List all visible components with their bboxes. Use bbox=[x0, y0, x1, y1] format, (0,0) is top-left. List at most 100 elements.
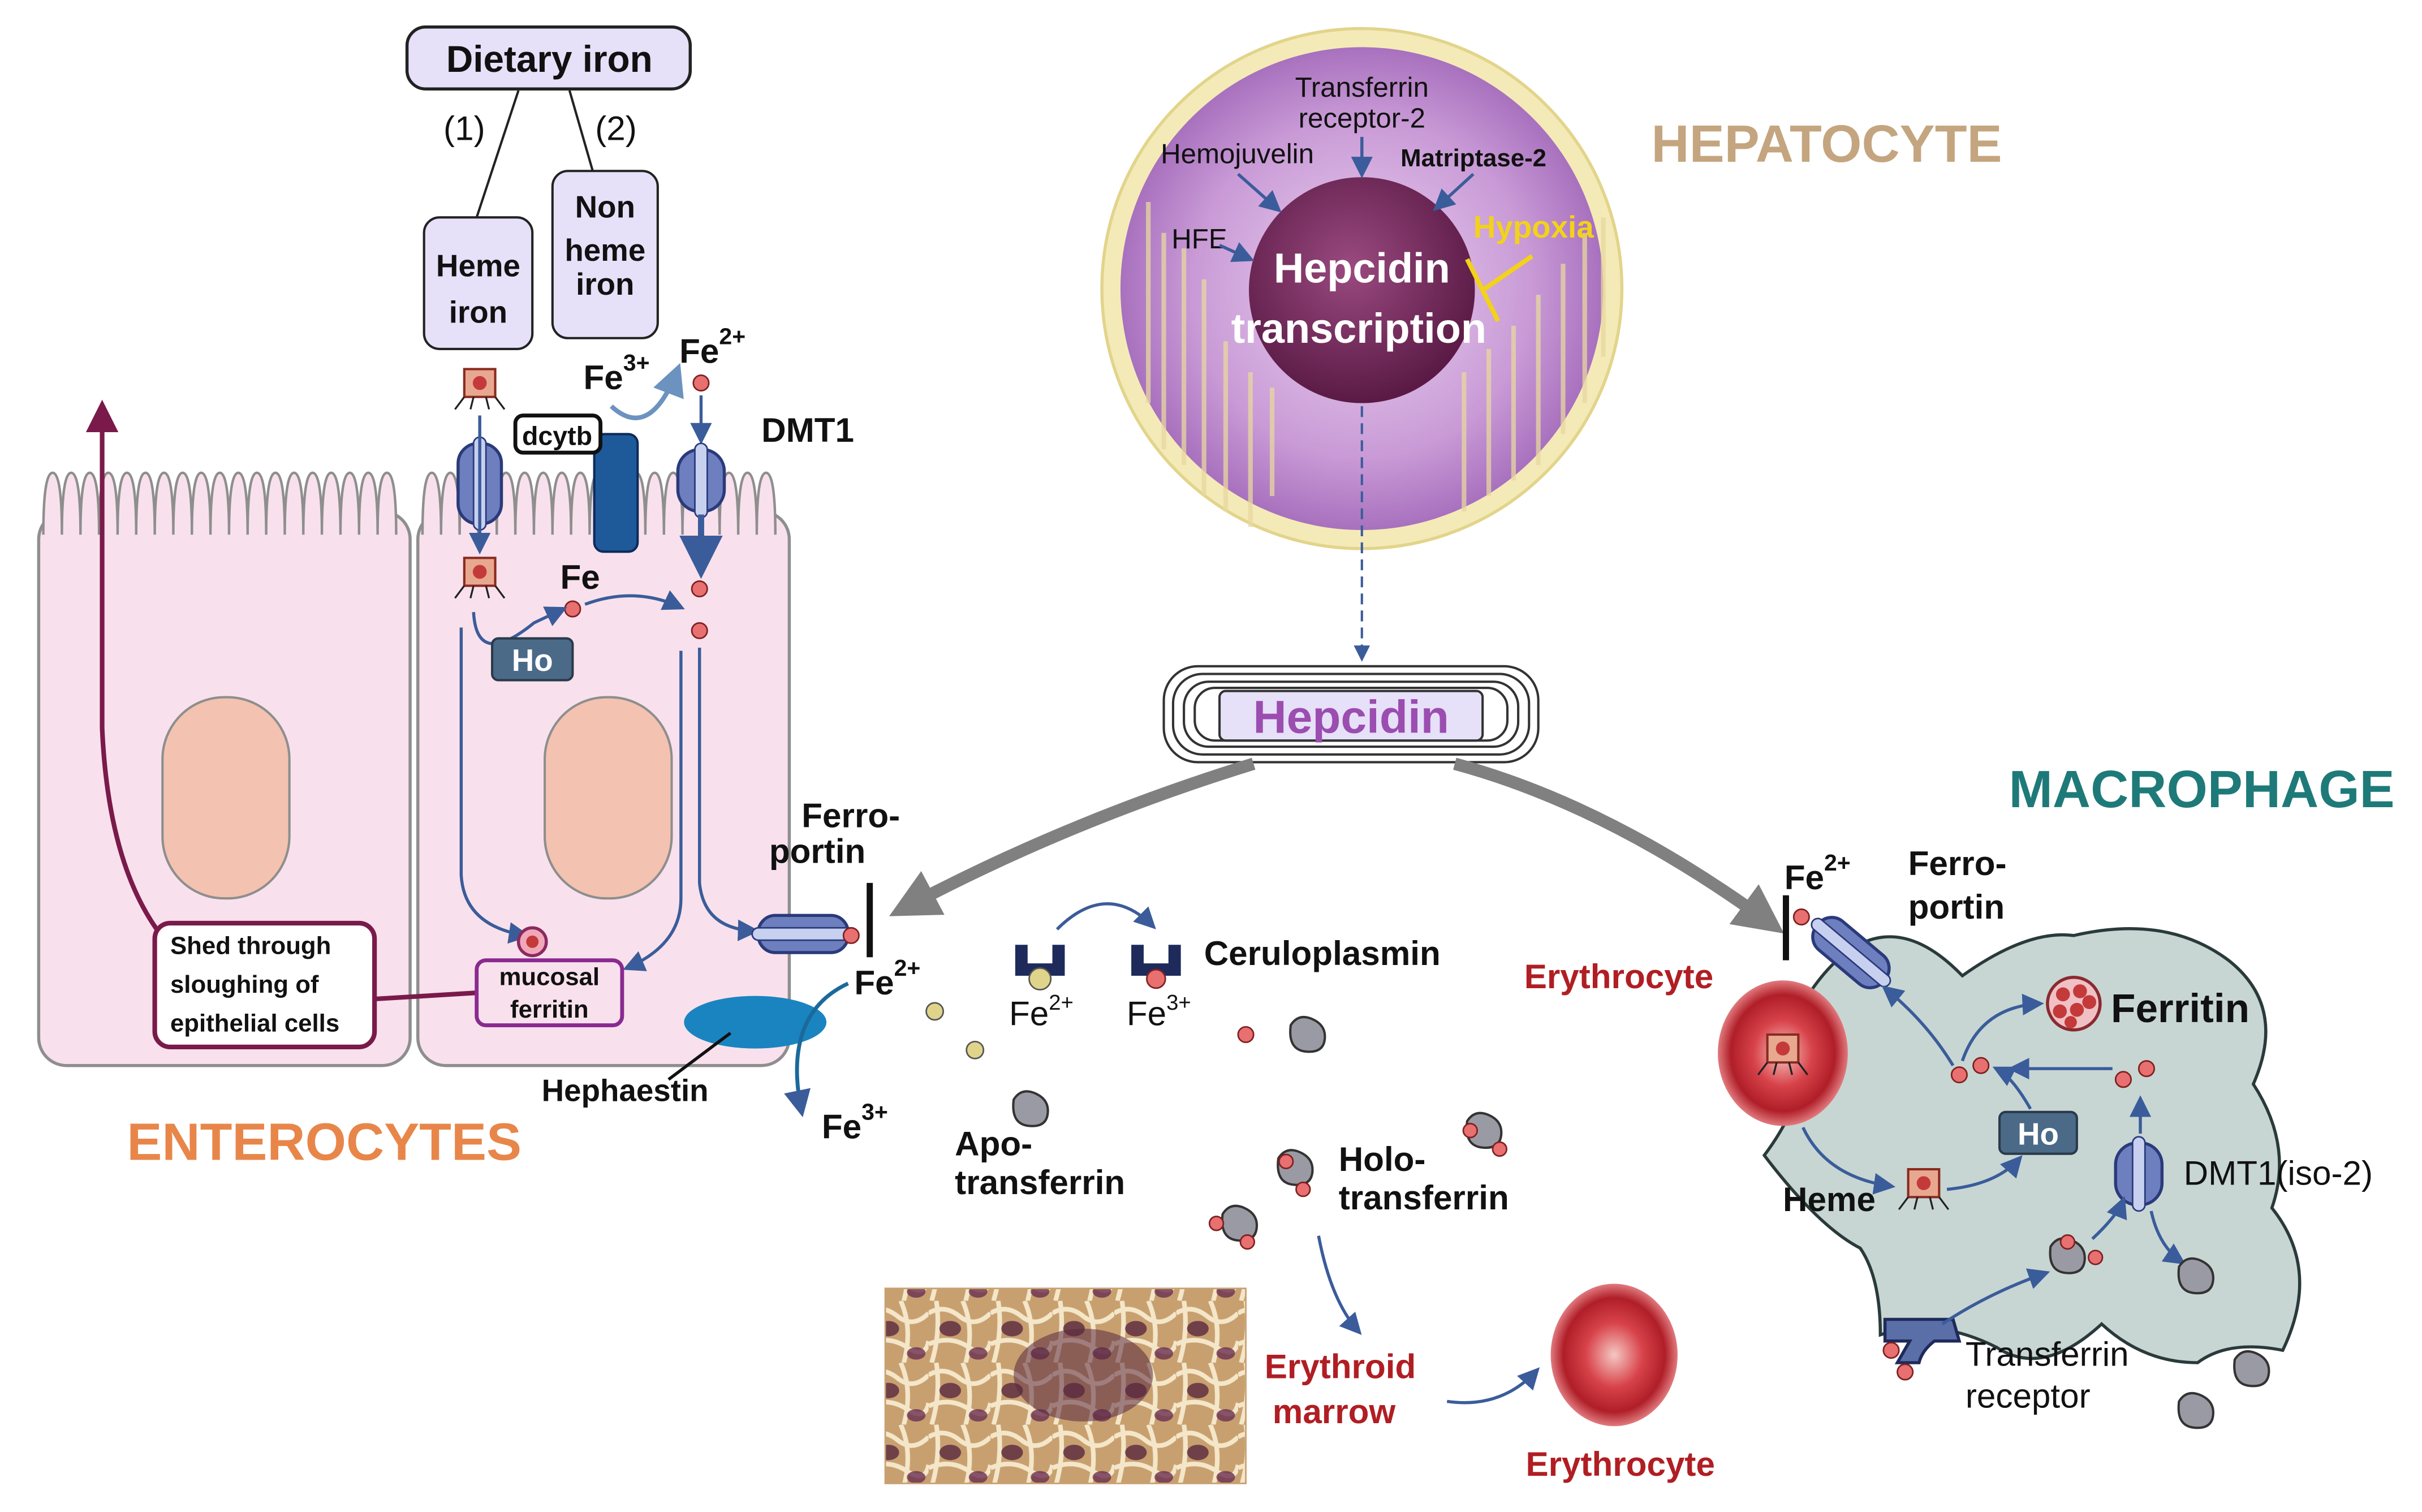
hemojuvelin-label: Hemojuvelin bbox=[1161, 139, 1314, 170]
shed-box bbox=[152, 920, 377, 1049]
ceruloplasmin-arrow bbox=[1055, 902, 1156, 931]
heme-to-ferritin-arrow bbox=[459, 627, 531, 944]
iron-atom bbox=[526, 935, 539, 948]
erythrocyte-to-heme-arrow bbox=[1802, 1127, 1896, 1195]
iron-atom bbox=[2137, 1060, 2156, 1078]
heme-molecule-icon bbox=[454, 557, 506, 599]
hypoxia-inhibition bbox=[1465, 254, 1534, 322]
iron-atom bbox=[691, 622, 708, 639]
dcytb-protein bbox=[593, 433, 639, 553]
holotransferrin-icon bbox=[1208, 1204, 1259, 1250]
iron-atom bbox=[1950, 1066, 1968, 1084]
hepcidin-label: Hepcidin bbox=[1253, 691, 1449, 743]
dcytb-label: dcytb bbox=[522, 421, 592, 451]
fe3-label: Fe3+ bbox=[584, 350, 650, 397]
holotransferrin-label-2: transferrin bbox=[1339, 1179, 1509, 1217]
iron-atom bbox=[564, 600, 581, 618]
ferritin-label: Ferritin bbox=[2111, 987, 2249, 1031]
ceruloplasmin-label: Ceruloplasmin bbox=[1204, 934, 1441, 972]
ho-label: Ho bbox=[512, 643, 553, 678]
hemojuvelin-arrow bbox=[1237, 173, 1282, 213]
tfr2-label-2: receptor-2 bbox=[1299, 103, 1425, 134]
heme-molecule-icon bbox=[1757, 1033, 1809, 1076]
path1-label: (1) bbox=[443, 110, 485, 148]
macrophage-fe2-label: Fe2+ bbox=[1785, 850, 1851, 897]
pool-to-ferritin-arrow bbox=[623, 651, 683, 971]
dietary-iron-label: Dietary iron bbox=[446, 38, 653, 80]
ceruloplasmin-fe2-label: Fe2+ bbox=[1009, 990, 1074, 1032]
mucosal-ferritin-label-1: mucosal bbox=[499, 963, 600, 990]
microvilli-left bbox=[42, 471, 398, 535]
enterocyte-panel: Shed through sloughing of epithelial cel… bbox=[37, 25, 920, 1171]
iron-atom bbox=[1237, 1026, 1255, 1044]
macrophage-ferroportin-label-1: Ferro- bbox=[1908, 845, 2007, 882]
erythroid-marrow-label-1: Erythroid bbox=[1265, 1347, 1416, 1385]
heme-iron-label-2: iron bbox=[449, 294, 507, 329]
matriptase2-arrow bbox=[1433, 173, 1475, 212]
hephaestin-pointer bbox=[667, 1032, 732, 1081]
apotransferrin-label-2: transferrin bbox=[955, 1164, 1125, 1201]
transferrin-receptor-label-2: receptor bbox=[1966, 1377, 2091, 1415]
dcytb-reduction-arrow bbox=[609, 363, 684, 420]
fe3-out-label: Fe3+ bbox=[822, 1099, 888, 1145]
pool-to-ferritin-arrow bbox=[1960, 993, 2044, 1062]
iron-atom bbox=[692, 374, 710, 392]
path2-line bbox=[568, 90, 594, 171]
dmt1-label: DMT1 bbox=[761, 411, 854, 449]
hfe-arrow bbox=[1218, 242, 1255, 262]
marrow-to-erythrocyte-arrow bbox=[1446, 1367, 1540, 1405]
ho-enzyme-box bbox=[491, 637, 574, 682]
ferritin-icon bbox=[2046, 976, 2102, 1032]
iron-atom bbox=[691, 580, 708, 598]
fe2-label: Fe2+ bbox=[679, 324, 745, 371]
transferrin-receptor-label-1: Transferrin bbox=[1966, 1336, 2129, 1373]
macrophage-title: MACROPHAGE bbox=[2009, 760, 2394, 819]
dmt1-transporter bbox=[676, 442, 726, 519]
endosome-to-dmt1-arrow bbox=[2091, 1196, 2127, 1240]
nucleus-left bbox=[161, 696, 291, 900]
holotransferrin-icon bbox=[1277, 1149, 1314, 1197]
hepcidin-to-enterocyte-arrow bbox=[889, 757, 1256, 916]
hephaestin-label: Hephaestin bbox=[542, 1073, 709, 1108]
hepatocyte-title: HEPATOCYTE bbox=[1651, 114, 2002, 173]
erythrocyte-label: Erythrocyte bbox=[1525, 1445, 1714, 1483]
nonheme-iron-label-2: heme bbox=[564, 232, 645, 268]
erythroid-marrow-label-2: marrow bbox=[1273, 1393, 1396, 1431]
iron-atom bbox=[1972, 1057, 1990, 1074]
nonheme-iron-label-3: iron bbox=[576, 266, 634, 301]
shed-label-3: epithelial cells bbox=[170, 1010, 339, 1037]
hepatocyte-texture bbox=[1146, 201, 1606, 527]
macrophage-ho-label: Ho bbox=[2018, 1116, 2059, 1151]
plasma-panel: Fe2+ Fe3+ Ceruloplasmin Apo- transferrin… bbox=[884, 902, 1715, 1484]
macrophage-ferroportin-channel bbox=[1811, 916, 1891, 989]
macrophage-ho-box bbox=[1998, 1110, 2078, 1155]
ceruloplasmin-fe3-label: Fe3+ bbox=[1127, 990, 1191, 1032]
heme-molecule-icon bbox=[454, 368, 506, 410]
apotransferrin-label-1: Apo- bbox=[955, 1125, 1032, 1162]
iron-atom bbox=[2114, 1071, 2132, 1088]
heme-iron-label-1: Heme bbox=[436, 248, 520, 283]
holotransferrin-label-1: Holo- bbox=[1339, 1140, 1426, 1178]
ferroportin-label-1: Ferro- bbox=[801, 796, 900, 834]
hepatocyte-nucleus bbox=[1249, 177, 1475, 403]
heme-iron-box bbox=[423, 216, 534, 350]
nonheme-iron-box bbox=[551, 170, 659, 339]
macrophage-ferroportin-label-2: portin bbox=[1908, 888, 2005, 926]
tfr2-label-1: Transferrin bbox=[1295, 72, 1429, 103]
dcytb-box bbox=[513, 413, 603, 455]
enterocytes-title: ENTEROCYTES bbox=[127, 1113, 522, 1171]
hephaestin-protein bbox=[684, 996, 827, 1049]
ferroportin-channel bbox=[751, 914, 855, 954]
ceruloplasmin-icon bbox=[1131, 945, 1181, 989]
dmt1-iso2-label: DMT1(iso-2) bbox=[2184, 1154, 2373, 1192]
shed-label-1: Shed through bbox=[170, 932, 331, 960]
hephaestin-oxidation-arrow bbox=[784, 981, 849, 1118]
ferrous-iron-dot bbox=[966, 1040, 985, 1059]
iron-atom bbox=[842, 927, 860, 944]
nonheme-iron-label-1: Non bbox=[575, 189, 635, 224]
heme-molecule-icon bbox=[1898, 1168, 1950, 1211]
apotransferrin-icon bbox=[2177, 1257, 2214, 1295]
fe-to-pool-arrow bbox=[584, 590, 685, 610]
apotransferrin-icon bbox=[2177, 1392, 2214, 1429]
